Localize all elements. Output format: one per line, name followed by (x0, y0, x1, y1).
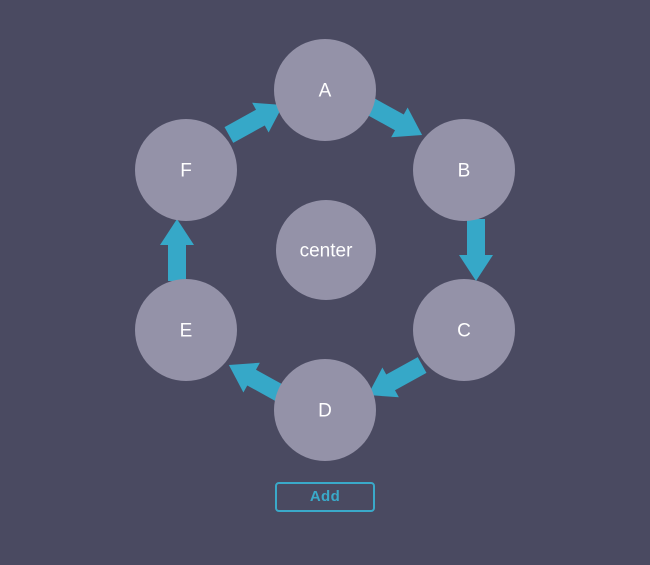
node-e[interactable]: E (135, 279, 237, 381)
edge-arrow-a-to-b (363, 97, 423, 138)
node-center[interactable]: center (276, 200, 376, 300)
edge-arrow-c-to-d (367, 357, 427, 398)
edge-arrow-d-to-e (228, 362, 288, 403)
node-b-circle[interactable] (413, 119, 515, 221)
edge-arrow-e-to-f (160, 219, 194, 281)
edge-arrow-b-to-c (459, 219, 493, 281)
node-b[interactable]: B (413, 119, 515, 221)
add-button[interactable]: Add (275, 482, 375, 512)
node-f-circle[interactable] (135, 119, 237, 221)
edge-arrow-f-to-a (224, 102, 284, 143)
node-a-circle[interactable] (274, 39, 376, 141)
edge-layer (160, 97, 493, 403)
node-d-circle[interactable] (274, 359, 376, 461)
node-c[interactable]: C (413, 279, 515, 381)
node-c-circle[interactable] (413, 279, 515, 381)
node-f[interactable]: F (135, 119, 237, 221)
node-center-circle[interactable] (276, 200, 376, 300)
node-e-circle[interactable] (135, 279, 237, 381)
node-a[interactable]: A (274, 39, 376, 141)
node-d[interactable]: D (274, 359, 376, 461)
